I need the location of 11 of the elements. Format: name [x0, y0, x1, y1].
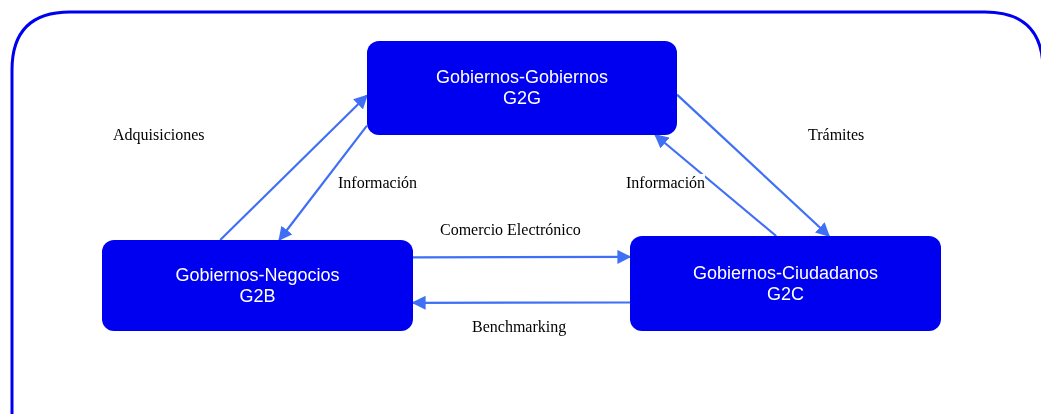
edge-label: Benchmarking: [472, 318, 567, 336]
arrow: [219, 94, 368, 241]
process-box: Gobiernos-Gobiernos G2G: [367, 41, 677, 135]
arrow: [654, 134, 777, 237]
arrow: [676, 93, 831, 237]
edge-label: Adquisiciones: [113, 126, 205, 144]
process-box: Gobiernos-Ciudadanos G2C: [630, 236, 941, 331]
arrow: [411, 295, 630, 310]
arrow: [413, 249, 632, 264]
process-box: Gobiernos-Negocios G2B: [102, 240, 413, 331]
arrow: [278, 124, 368, 242]
